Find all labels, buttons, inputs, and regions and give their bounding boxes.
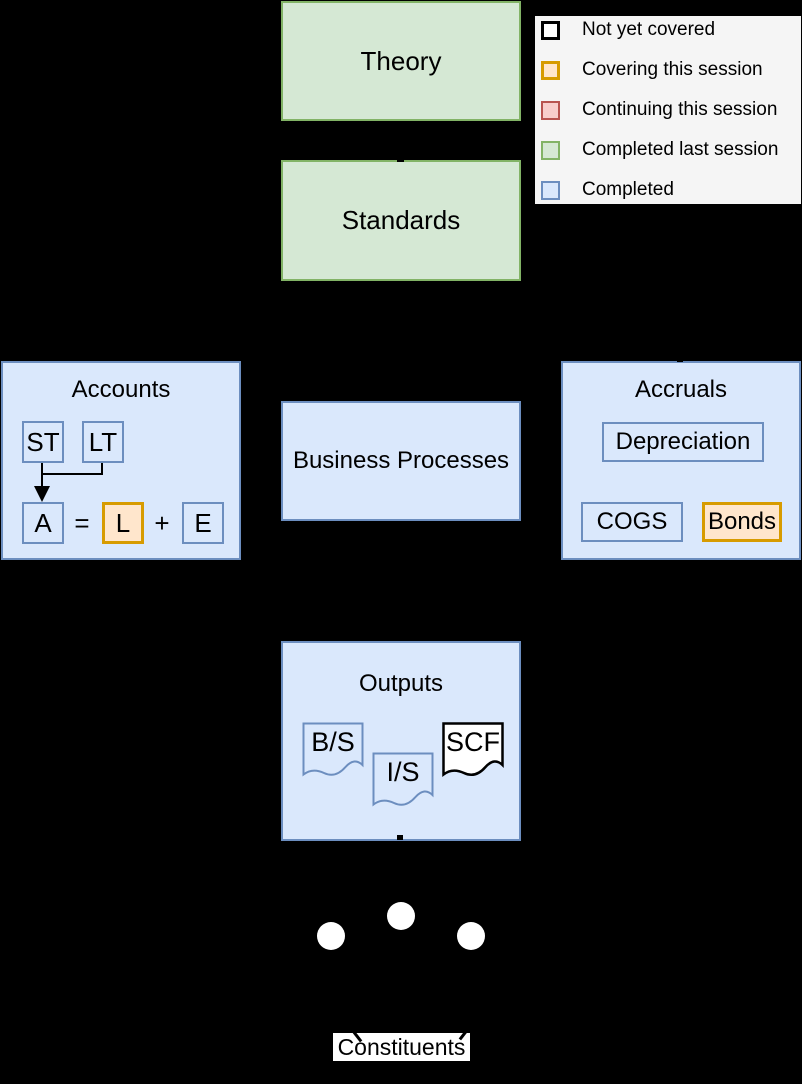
legend-swatch-not-yet-covered-icon xyxy=(541,20,560,40)
edge-lt-stub xyxy=(101,463,103,475)
node-accounts-title: Accounts xyxy=(71,376,171,403)
actor-right-head-icon xyxy=(457,922,485,950)
node-accruals: Accruals Depreciation COGS Bonds xyxy=(561,361,801,560)
node-bonds: Bonds xyxy=(702,502,782,542)
document-is-label: I/S xyxy=(386,757,420,787)
edge-join-horizontal xyxy=(41,473,103,475)
node-accruals-title: Accruals xyxy=(634,376,728,403)
node-cogs: COGS xyxy=(581,502,683,542)
document-shape-icon xyxy=(372,752,434,807)
legend-item-continuing-this-session: Continuing this session xyxy=(541,99,777,121)
arrowhead-tip-standards xyxy=(397,158,404,162)
node-theory: Theory xyxy=(281,1,521,121)
node-lt-label: LT xyxy=(88,426,118,457)
legend-item-completed-last-session: Completed last session xyxy=(541,139,778,161)
node-a: A xyxy=(22,502,64,544)
node-business-processes: Business Processes xyxy=(281,401,521,521)
edge-st-to-a xyxy=(41,463,43,489)
legend-label: Not yet covered xyxy=(582,19,716,40)
node-st-label: ST xyxy=(26,426,60,457)
equals-sign: = xyxy=(66,502,98,544)
edge-stub-outputs-bottom xyxy=(397,835,403,840)
node-accounts: Accounts ST LT A = L + E xyxy=(1,361,241,560)
legend-label: Completed last session xyxy=(582,139,779,160)
node-business-processes-label: Business Processes xyxy=(292,447,510,474)
node-standards-label: Standards xyxy=(341,205,461,235)
legend-item-covering-this-session: Covering this session xyxy=(541,59,763,81)
node-depreciation-label: Depreciation xyxy=(615,428,751,455)
legend-item-completed: Completed xyxy=(541,179,674,201)
node-outputs-title: Outputs xyxy=(358,670,444,697)
actor-left-head-icon xyxy=(317,922,345,950)
node-constituents-label: Constituents xyxy=(333,1033,470,1061)
legend-label: Continuing this session xyxy=(582,99,778,120)
document-scf: SCF xyxy=(442,722,504,784)
node-theory-label: Theory xyxy=(360,45,442,76)
document-bs-label: B/S xyxy=(311,727,355,757)
node-l-label: L xyxy=(115,507,131,538)
node-cogs-label: COGS xyxy=(596,508,668,535)
node-standards: Standards xyxy=(281,160,521,281)
legend: Not yet covered Covering this session Co… xyxy=(535,16,801,204)
plus-sign: + xyxy=(146,502,178,544)
arrowhead-tip-accruals xyxy=(677,358,683,362)
document-shape-icon xyxy=(302,722,364,777)
node-e-label: E xyxy=(194,507,212,538)
node-l: L xyxy=(102,502,144,544)
document-income-statement: I/S xyxy=(372,752,434,814)
legend-swatch-covering-icon xyxy=(541,60,560,80)
arrowhead-into-a-icon xyxy=(34,486,50,502)
document-scf-label: SCF xyxy=(446,727,500,757)
node-outputs: Outputs B/S I/S SCF xyxy=(281,641,521,841)
document-shape-icon xyxy=(442,722,504,778)
legend-item-not-yet-covered: Not yet covered xyxy=(541,19,715,41)
legend-label: Covering this session xyxy=(582,59,763,80)
node-lt: LT xyxy=(82,421,124,463)
node-bonds-label: Bonds xyxy=(707,508,777,535)
plus-label: + xyxy=(154,507,170,538)
node-e: E xyxy=(182,502,224,544)
legend-swatch-continuing-icon xyxy=(541,100,560,120)
node-depreciation: Depreciation xyxy=(602,422,764,462)
legend-swatch-completed-last-icon xyxy=(541,140,560,160)
legend-swatch-completed-icon xyxy=(541,180,560,200)
equals-label: = xyxy=(74,507,90,538)
node-a-label: A xyxy=(34,507,52,538)
legend-label: Completed xyxy=(582,179,674,200)
actor-middle-head-icon xyxy=(387,902,415,930)
document-balance-sheet: B/S xyxy=(302,722,364,784)
node-st: ST xyxy=(22,421,64,463)
